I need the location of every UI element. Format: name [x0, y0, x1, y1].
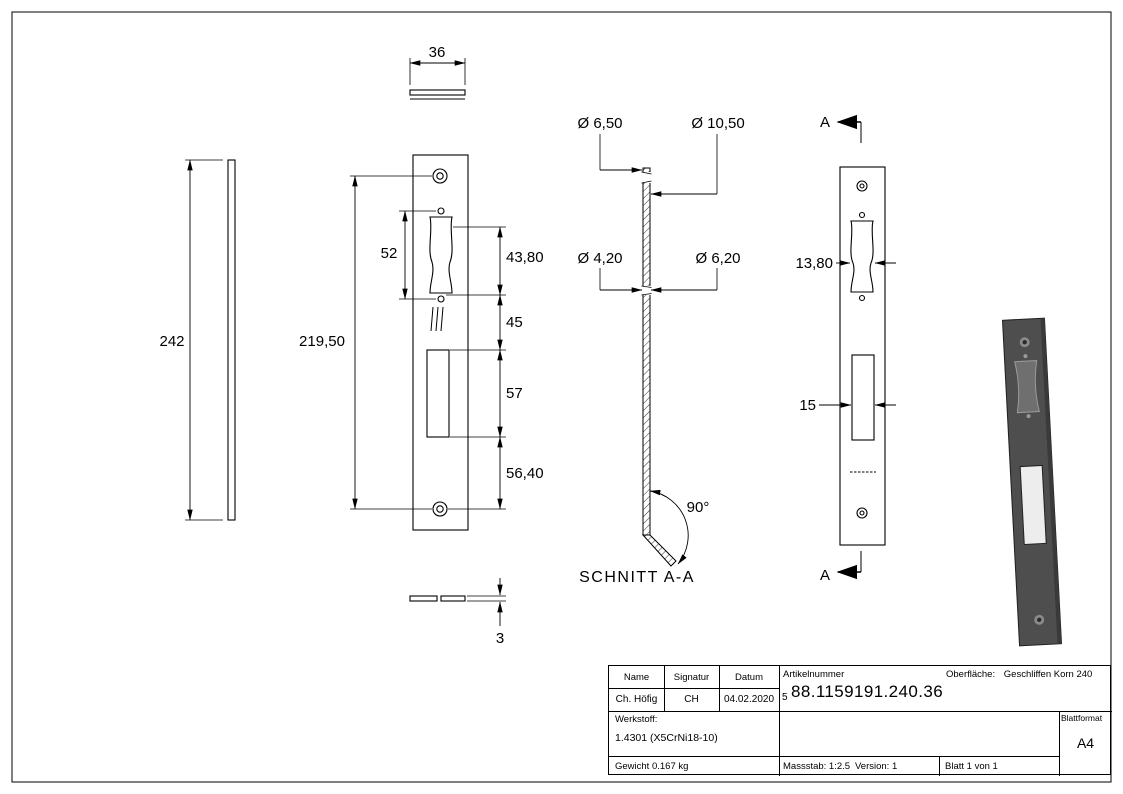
- latch-cutout-3d: [1014, 360, 1040, 414]
- dim-dia-small-front: Ø 6,20: [695, 250, 740, 267]
- dim-bolt-to-hole: 56,40: [506, 465, 544, 482]
- thickness-view: [409, 578, 506, 626]
- article-number: 88.1159191.240.36: [791, 682, 944, 701]
- scale-field: Massstab: 1:2.5: [783, 760, 851, 772]
- bolt-cutout: [426, 349, 450, 438]
- dim-bend-angle: 90°: [687, 499, 710, 516]
- iso-3d-view: [1001, 317, 1063, 647]
- bolt-cutout: [851, 354, 875, 441]
- divider: [609, 756, 1059, 757]
- section-marker-bottom: A: [820, 567, 830, 584]
- dim-bolt-height: 57: [506, 385, 523, 402]
- dim-dia-top-front: Ø 10,50: [691, 115, 744, 132]
- material-value: 1.4301 (X5CrNi18-10): [615, 732, 718, 744]
- format-value: A4: [1076, 735, 1095, 751]
- dim-latch-height: 52: [381, 245, 398, 262]
- top-view: [409, 58, 466, 100]
- divider: [1059, 711, 1060, 776]
- dim-hole-spacing: 219,50: [299, 333, 345, 350]
- material-label: Werkstoff:: [615, 714, 658, 725]
- divider: [609, 711, 1112, 712]
- sheet-field: Blatt 1 von 1: [945, 760, 998, 772]
- dim-thickness: 3: [496, 630, 504, 647]
- front-view: [412, 154, 469, 531]
- divider: [939, 756, 940, 776]
- dim-overall-height: 242: [159, 333, 184, 350]
- sheet-frame: [11, 11, 1112, 783]
- bolt-cutout-3d: [1019, 464, 1047, 546]
- version-field: Version: 1: [855, 760, 898, 772]
- dim-latch-to-bolt: 45: [506, 314, 523, 331]
- value-signature: CH: [684, 694, 699, 705]
- dim-top-width: 36: [429, 44, 446, 61]
- header-name: Name: [623, 671, 650, 683]
- dim-latch-width: 13,80: [795, 255, 833, 272]
- surface-value: Geschliffen Korn 240: [1003, 669, 1093, 680]
- divider: [779, 666, 780, 776]
- format-label: Blattformat: [1061, 713, 1103, 723]
- section-view: [599, 134, 718, 567]
- dim-dia-small-back: Ø 4,20: [577, 250, 622, 267]
- dim-dia-top-back: Ø 6,50: [577, 115, 622, 132]
- article-number-label: Artikelnummer: [783, 669, 845, 680]
- section-label: SCHNITT A-A: [579, 569, 695, 586]
- side-view: [185, 159, 236, 521]
- header-signature: Signatur: [673, 671, 710, 683]
- divider: [609, 688, 779, 689]
- dim-bolt-width: 15: [799, 397, 816, 414]
- weight-field: Gewicht 0.167 kg: [615, 760, 689, 772]
- dim-hole-to-latch: 43,80: [506, 249, 544, 266]
- header-date: Datum: [735, 671, 763, 683]
- bent-lip: [641, 534, 677, 567]
- front-view-dimensions: [350, 175, 506, 510]
- value-name: Ch. Höfig: [615, 694, 658, 705]
- title-block: Name Signatur Datum Ch. Höfig CH 04.02.2…: [608, 665, 1112, 776]
- value-date: 04.02.2020: [723, 694, 775, 705]
- latch-cutout: [850, 220, 874, 293]
- latch-cutout: [429, 216, 453, 294]
- surface-field: Oberfläche: Geschliffen Korn 240: [946, 669, 1092, 680]
- article-number-prefix: 5: [782, 692, 788, 703]
- section-marker-top: A: [820, 114, 830, 131]
- right-view: [819, 114, 896, 580]
- surface-label: Oberfläche:: [946, 669, 996, 680]
